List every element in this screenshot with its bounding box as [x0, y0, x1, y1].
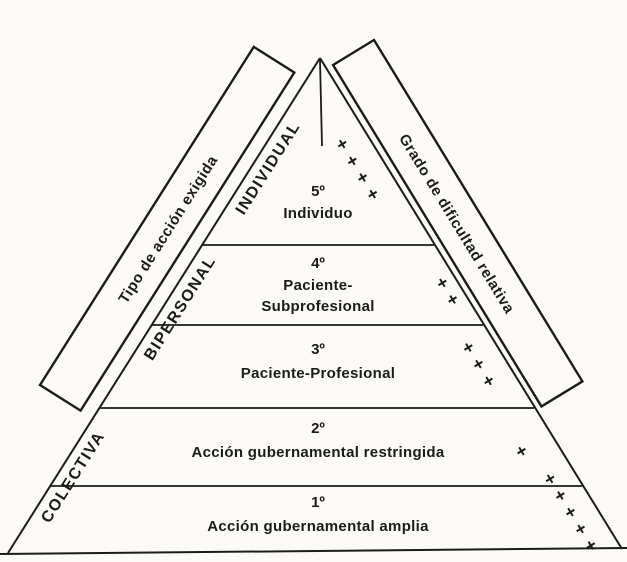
right-band-box — [331, 38, 585, 409]
level-3: 3º Paciente-Profesional + + + — [241, 338, 501, 392]
right-slope-line — [319, 57, 623, 550]
level-4-plus-marks: + + — [431, 273, 465, 311]
level-2-rank: 2º — [311, 420, 325, 437]
level-3-plus-marks: + + + — [457, 338, 501, 392]
level-1-rank: 1º — [311, 494, 325, 511]
level-3-rank: 3º — [311, 341, 325, 358]
level-5-rank: 5º — [311, 183, 325, 200]
level-3-label: Paciente-Profesional — [241, 365, 395, 382]
left-slope-line — [7, 57, 321, 554]
level-2-plus-marks: + — [510, 441, 534, 462]
level-4: 4º Paciente- Subprofesional + + — [261, 255, 465, 315]
level-4-label-line2: Subprofesional — [261, 298, 374, 315]
level-4-label-line1: Paciente- — [283, 277, 352, 294]
left-band: Tipo de acción exigida — [38, 45, 296, 413]
level-4-rank: 4º — [311, 255, 325, 272]
level-5: 5º Individuo + + + + — [283, 134, 385, 222]
slope-label-individual: INDIVIDUAL — [233, 119, 304, 218]
level-5-label: Individuo — [283, 205, 352, 222]
left-band-box — [38, 45, 296, 413]
apex-divider-line — [319, 59, 323, 147]
level-1-plus-marks: + + + + + — [539, 469, 603, 557]
right-band: Grado de dificultad relativa — [331, 38, 585, 409]
level-1: 1º Acción gubernamental amplia + + + + + — [207, 469, 603, 557]
level-dividers — [50, 244, 582, 487]
base-line — [0, 547, 627, 555]
level-2-label: Acción gubernamental restringida — [192, 444, 445, 461]
slope-label-colectiva: COLECTIVA — [38, 428, 108, 526]
level-5-plus-marks: + + + + — [331, 134, 385, 205]
level-1-label: Acción gubernamental amplia — [207, 518, 429, 535]
level-2: 2º Acción gubernamental restringida + — [192, 420, 534, 463]
slope-labels: INDIVIDUAL BIPERSONAL COLECTIVA — [38, 119, 304, 526]
pyramid-outline — [0, 57, 627, 555]
